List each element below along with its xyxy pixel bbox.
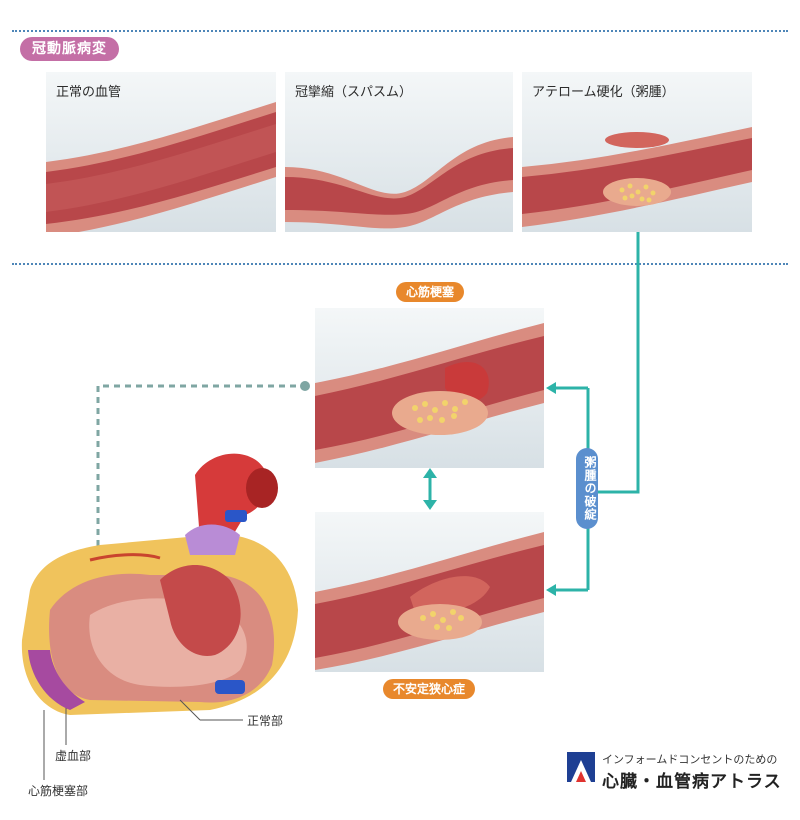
normal-vessel-illustration [46, 102, 276, 232]
top-divider [12, 30, 788, 32]
unstable-angina-badge: 不安定狭心症 [383, 679, 476, 699]
label-infarct-part: 心筋梗塞部 [28, 784, 89, 798]
panel-normal-title: 正常の血管 [56, 85, 122, 100]
infarction-badge: 心筋梗塞 [396, 282, 465, 302]
panel-atherosclerosis: アテローム硬化（粥腫） [522, 72, 752, 232]
section-title-badge: 冠動脈病変 [20, 37, 119, 61]
arrowhead-angina [546, 584, 556, 596]
panel-spasm: 冠攣縮（スパスム） [285, 72, 513, 232]
panel-infarction [315, 308, 544, 468]
rupture-connector [596, 232, 640, 494]
panel-unstable-angina [315, 512, 544, 672]
panel-spasm-title: 冠攣縮（スパスム） [295, 85, 413, 100]
brand-logo [567, 752, 595, 782]
brand-title: 心臓・血管病アトラス [602, 772, 782, 792]
bottom-divider [12, 263, 788, 265]
brand-logo-icon [567, 752, 595, 782]
unstable-angina-illustration [315, 532, 544, 670]
label-normal-part: 正常部 [247, 714, 284, 728]
plaque-rupture-badge: 粥腫の破綻 [576, 448, 598, 529]
panel-normal-vessel: 正常の血管 [46, 72, 276, 232]
spasm-illustration [285, 137, 513, 229]
label-ischemic-part: 虚血部 [55, 749, 92, 763]
atherosclerosis-illustration [522, 127, 752, 227]
arrowhead-infarction [546, 382, 556, 394]
panel-atherosclerosis-title: アテローム硬化（粥腫） [532, 85, 675, 100]
infarction-illustration [315, 323, 544, 463]
heart-illustration [21, 453, 298, 715]
brand-subtitle: インフォームドコンセントのための [602, 753, 778, 766]
